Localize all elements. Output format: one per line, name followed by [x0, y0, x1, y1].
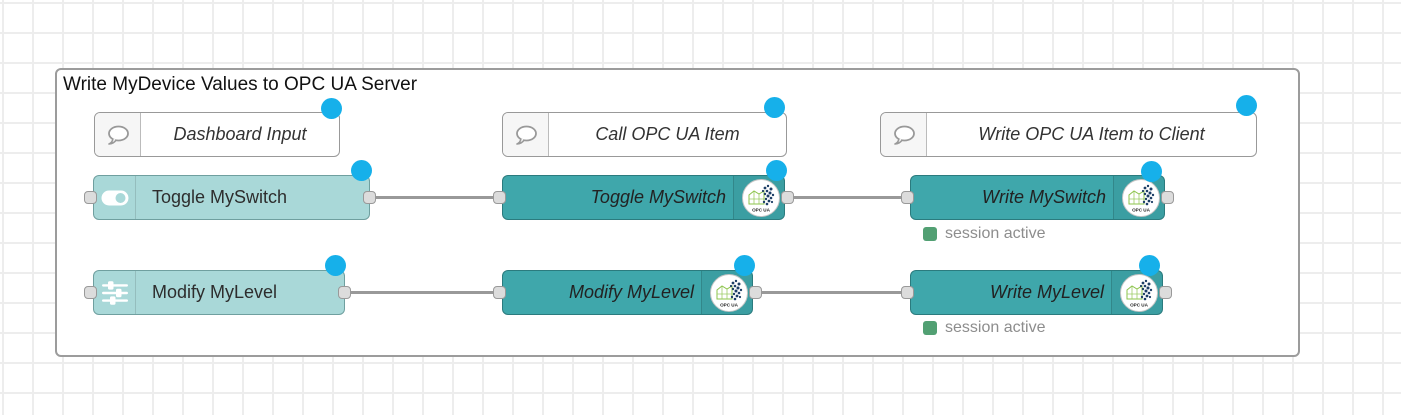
speech-bubble-icon — [107, 125, 129, 145]
node-changed-dot — [351, 160, 372, 181]
input-port[interactable] — [84, 286, 97, 299]
wire-modify-ui-to-opcua[interactable] — [343, 290, 506, 294]
output-port[interactable] — [1161, 191, 1174, 204]
wire-toggle-ui-to-opcua[interactable] — [368, 195, 508, 199]
opcua-badge: OPC UA — [742, 179, 780, 217]
status-dot-green — [923, 227, 937, 241]
input-port[interactable] — [84, 191, 97, 204]
opcua-badge-label: OPC UA — [1130, 303, 1149, 308]
opcua-badge: OPC UA — [1120, 274, 1158, 312]
node-changed-dot — [321, 98, 342, 119]
input-port[interactable] — [493, 191, 506, 204]
group-title: Write MyDevice Values to OPC UA Server — [63, 74, 418, 95]
status-label: session active — [945, 225, 1046, 242]
node-opcua-item-modify-mylevel[interactable]: OPC UA Modify MyLevel — [502, 270, 753, 315]
opcua-badge: OPC UA — [710, 274, 748, 312]
opcua-logo-icon: OPC UA — [1126, 279, 1153, 308]
node-changed-dot — [1141, 161, 1162, 182]
comment-node-write-opcua-item[interactable]: Write OPC UA Item to Client — [880, 112, 1257, 157]
comment-label: Dashboard Input — [173, 124, 307, 144]
node-changed-dot — [325, 255, 346, 276]
comment-icon-section — [503, 113, 549, 156]
node-label: Toggle MySwitch — [152, 187, 288, 207]
output-port[interactable] — [1159, 286, 1172, 299]
comment-icon-section — [881, 113, 927, 156]
input-port[interactable] — [493, 286, 506, 299]
opcua-badge: OPC UA — [1122, 179, 1160, 217]
node-opcua-item-toggle-myswitch[interactable]: OPC UA Toggle MySwitch — [502, 175, 785, 220]
opcua-badge-label: OPC UA — [752, 208, 771, 213]
output-port[interactable] — [749, 286, 762, 299]
node-changed-dot — [734, 255, 755, 276]
opcua-logo-icon: OPC UA — [1128, 184, 1155, 213]
node-label: Toggle MySwitch — [590, 187, 726, 207]
opcua-logo-icon: OPC UA — [748, 184, 775, 213]
comment-label: Call OPC UA Item — [595, 124, 740, 144]
node-opcua-write-myswitch[interactable]: OPC UA Write MySwitch — [910, 175, 1165, 220]
opcua-logo-icon: OPC UA — [716, 279, 743, 308]
speech-bubble-icon — [515, 125, 537, 145]
speech-bubble-icon — [893, 125, 915, 145]
output-port[interactable] — [338, 286, 351, 299]
input-port[interactable] — [901, 286, 914, 299]
opcua-badge-label: OPC UA — [1132, 208, 1151, 213]
wire-modify-opcua-to-write[interactable] — [744, 290, 916, 294]
sliders-icon — [101, 280, 128, 305]
node-changed-dot — [1139, 255, 1160, 276]
input-port[interactable] — [901, 191, 914, 204]
node-icon-section — [94, 176, 136, 219]
node-opcua-write-mylevel[interactable]: OPC UA Write MyLevel — [910, 270, 1163, 315]
comment-node-call-opcua-item[interactable]: Call OPC UA Item — [502, 112, 787, 157]
node-changed-dot — [1236, 95, 1257, 116]
node-label: Write MySwitch — [981, 187, 1106, 207]
node-dashboard-modify-mylevel[interactable]: Modify MyLevel — [93, 270, 345, 315]
comment-icon-section — [95, 113, 141, 156]
opcua-badge-label: OPC UA — [720, 303, 739, 308]
output-port[interactable] — [781, 191, 794, 204]
wire-toggle-opcua-to-write[interactable] — [776, 195, 916, 199]
status-label: session active — [945, 319, 1046, 336]
node-dashboard-toggle-myswitch[interactable]: Toggle MySwitch — [93, 175, 370, 220]
output-port[interactable] — [363, 191, 376, 204]
node-label: Write MyLevel — [989, 282, 1104, 302]
toggle-switch-icon — [101, 190, 128, 205]
node-label: Modify MyLevel — [568, 282, 694, 302]
node-changed-dot — [764, 97, 785, 118]
comment-node-dashboard-input[interactable]: Dashboard Input — [94, 112, 340, 157]
node-icon-section — [94, 271, 136, 314]
node-label: Modify MyLevel — [152, 282, 278, 302]
node-changed-dot — [766, 160, 787, 181]
status-dot-green — [923, 321, 937, 335]
comment-label: Write OPC UA Item to Client — [978, 124, 1205, 144]
